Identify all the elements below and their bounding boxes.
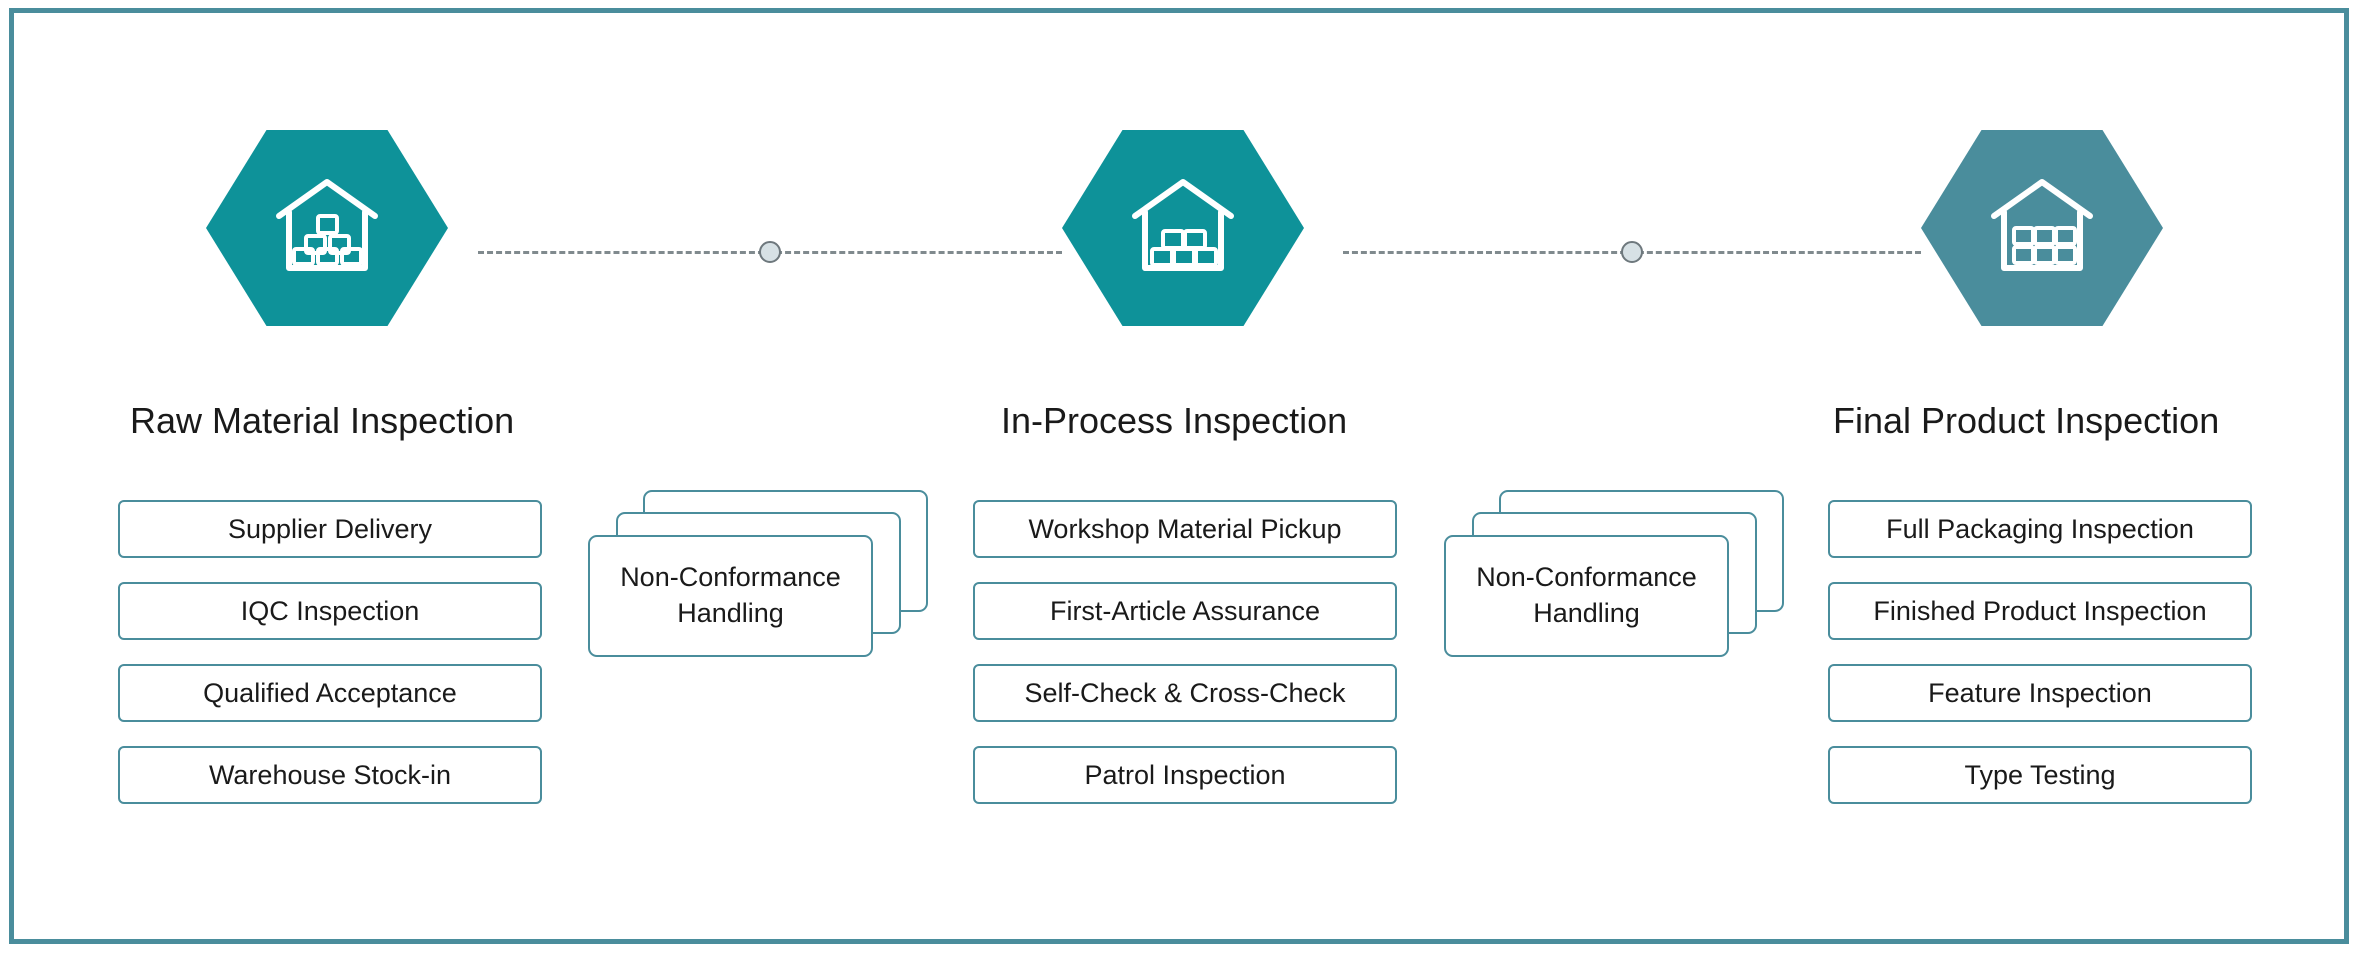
step-box[interactable]: Finished Product Inspection: [1828, 582, 2252, 640]
steps-column-raw-material: Supplier Delivery IQC Inspection Qualifi…: [118, 500, 542, 828]
step-label: Type Testing: [1964, 759, 2116, 790]
step-box[interactable]: Supplier Delivery: [118, 500, 542, 558]
stage-title-raw-material: Raw Material Inspection: [130, 400, 515, 441]
connector-node-circle: [1621, 241, 1643, 263]
steps-column-in-process: Workshop Material Pickup First-Article A…: [973, 500, 1397, 828]
step-label: Self-Check & Cross-Check: [1024, 677, 1346, 708]
step-box[interactable]: Type Testing: [1828, 746, 2252, 804]
steps-column-final-product: Full Packaging Inspection Finished Produ…: [1828, 500, 2252, 828]
step-box[interactable]: Qualified Acceptance: [118, 664, 542, 722]
stage-hexagon-raw-material[interactable]: [206, 128, 448, 328]
branch-label-line1: Non-Conformance: [620, 562, 841, 593]
step-label: Finished Product Inspection: [1873, 595, 2207, 626]
step-box[interactable]: Feature Inspection: [1828, 664, 2252, 722]
connector-node-circle: [759, 241, 781, 263]
step-box[interactable]: First-Article Assurance: [973, 582, 1397, 640]
step-label: Supplier Delivery: [227, 513, 433, 544]
branch-label-line1: Non-Conformance: [1476, 562, 1697, 593]
step-box[interactable]: Self-Check & Cross-Check: [973, 664, 1397, 722]
step-box[interactable]: Workshop Material Pickup: [973, 500, 1397, 558]
branch-label-line2: Handling: [677, 598, 784, 628]
step-label: Patrol Inspection: [1084, 759, 1286, 790]
step-box[interactable]: IQC Inspection: [118, 582, 542, 640]
stage-title-final-product: Final Product Inspection: [1833, 400, 2220, 441]
stage-connector-2: [1343, 241, 1921, 263]
step-label: Qualified Acceptance: [203, 677, 457, 708]
stage-hexagon-final-product[interactable]: [1921, 128, 2163, 328]
warehouse-boxes-stack-icon: [1129, 176, 1237, 280]
stage-hexagon-in-process[interactable]: [1062, 128, 1304, 328]
stage-connector-1: [478, 241, 1062, 263]
hexagon-shape: [1062, 130, 1304, 326]
step-label: Full Packaging Inspection: [1886, 513, 2194, 544]
branch-label-line2: Handling: [1533, 598, 1640, 628]
step-box[interactable]: Warehouse Stock-in: [118, 746, 542, 804]
step-label: First-Article Assurance: [1049, 595, 1321, 626]
stage-title-in-process: In-Process Inspection: [1001, 400, 1348, 441]
step-label: Workshop Material Pickup: [1028, 513, 1342, 544]
step-label: Warehouse Stock-in: [208, 759, 452, 790]
step-box[interactable]: Full Packaging Inspection: [1828, 500, 2252, 558]
step-label: IQC Inspection: [240, 595, 420, 626]
step-box[interactable]: Patrol Inspection: [973, 746, 1397, 804]
warehouse-boxes-grid-icon: [1988, 176, 2096, 280]
step-label: Feature Inspection: [1928, 677, 2152, 708]
warehouse-boxes-pyramid-icon: [273, 176, 381, 280]
